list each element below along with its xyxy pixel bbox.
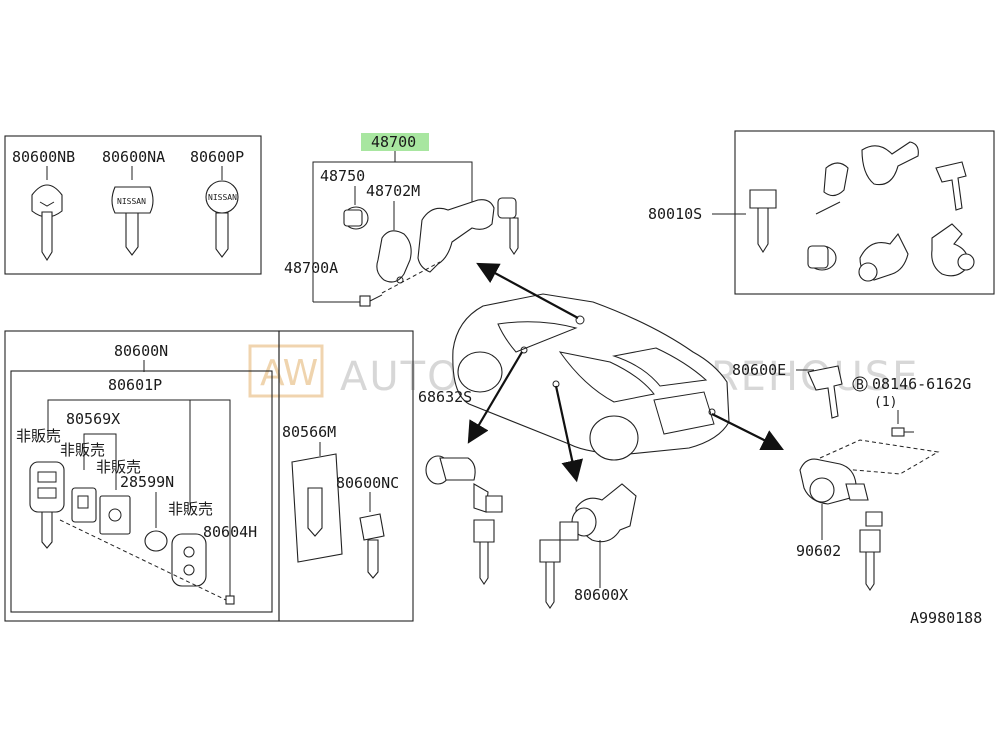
lock-cylinder-48750-icon (343, 206, 369, 230)
label-qty-1: (1) (874, 395, 897, 410)
label-80600NB[interactable]: 80600NB (12, 148, 75, 166)
svg-text:NISSAN: NISSAN (117, 197, 146, 206)
bracket-48702M-icon (376, 230, 412, 284)
svg-text:NISSAN: NISSAN (208, 193, 237, 202)
key-blanks-group: 80600NB 80600NA 80600P NISSAN NISSAN (4, 135, 262, 275)
label-90602[interactable]: 90602 (796, 542, 841, 560)
screw-icon (225, 595, 235, 605)
key-holder-80566M-icon (291, 453, 343, 563)
ignition-lock-icon (815, 141, 919, 215)
rear-door-key-icon (539, 521, 579, 609)
remote-key-shell-icon (29, 461, 65, 549)
tailgate-key-icon (859, 511, 883, 591)
key-80600NB-icon (31, 184, 63, 262)
tailgate-lock-group: 80600E B 08146-6162G (1) 90602 (732, 361, 971, 591)
label-80601P[interactable]: 80601P (108, 376, 162, 394)
arrow-to-front-door (467, 351, 523, 444)
label-48700[interactable]: 48700 (371, 133, 416, 151)
label-48702M[interactable]: 48702M (366, 182, 420, 200)
label-80010S[interactable]: 80010S (648, 205, 702, 223)
key-blanks-box (4, 135, 262, 275)
key-80600NA-icon: NISSAN (111, 186, 154, 256)
figure-code: A9980188 (910, 609, 982, 627)
arrow-to-tailgate (711, 413, 784, 450)
label-80600NA[interactable]: 80600NA (102, 148, 165, 166)
arrow-to-rear-door (554, 385, 584, 483)
key-80600P-icon: NISSAN (205, 180, 239, 258)
key-80600NC-icon (359, 513, 385, 579)
lock-set-box (734, 130, 995, 295)
remote-key-inner-box (10, 370, 273, 613)
cylinder-icon (807, 245, 837, 271)
tailgate-clip-icon (807, 365, 843, 419)
door-clip-icon (935, 161, 967, 211)
steering-lock-assembly-icon (417, 197, 519, 273)
battery-icon (144, 530, 168, 552)
key-80010S-icon (749, 189, 777, 254)
remote-key-group: 80600N 80601P 80569X 非販売 非販売 非販売 28599N … (4, 330, 414, 622)
label-80600E[interactable]: 80600E (732, 361, 786, 379)
label-80569X[interactable]: 80569X (66, 410, 120, 428)
label-48750[interactable]: 48750 (320, 167, 365, 185)
rear-door-cylinder-icon (571, 483, 637, 543)
label-68632S[interactable]: 68632S (418, 388, 472, 406)
label-28599N[interactable]: 28599N (120, 473, 174, 491)
watermark-logo: AW (260, 353, 318, 394)
station-wagon-illustration (452, 293, 730, 461)
label-80600X[interactable]: 80600X (574, 586, 628, 604)
label-not-for-sale-1: 非販売 (16, 427, 61, 445)
circle-b: B (856, 378, 864, 393)
lock-set-group: 80010S (648, 130, 995, 295)
label-80600P[interactable]: 80600P (190, 148, 244, 166)
rear-door-lock-group: 80600X (539, 483, 637, 609)
door-lock-icon (858, 232, 909, 282)
trunk-lock-icon (931, 223, 975, 277)
front-door-cylinder-icon (425, 455, 489, 513)
label-not-for-sale-4: 非販売 (168, 500, 213, 518)
steering-lock-group: 48700 48750 48702M 48700A (284, 133, 519, 307)
label-80604H[interactable]: 80604H (203, 523, 257, 541)
label-08146-6162G[interactable]: 08146-6162G (872, 375, 971, 393)
highlight-48700 (361, 133, 429, 151)
key-holder-box (278, 330, 414, 622)
label-80600NC[interactable]: 80600NC (336, 474, 399, 492)
label-80566M[interactable]: 80566M (282, 423, 336, 441)
arrow-to-ignition (476, 262, 579, 319)
key-holder-group: 80566M 80600NC (282, 423, 399, 579)
front-door-key-icon (473, 495, 503, 585)
label-80600N[interactable]: 80600N (114, 342, 168, 360)
tailgate-cylinder-icon (799, 458, 869, 505)
label-not-for-sale-2: 非販売 (60, 441, 105, 459)
label-not-for-sale-3: 非販売 (96, 458, 141, 476)
remote-case-back-icon (171, 533, 207, 587)
label-48700A[interactable]: 48700A (284, 259, 338, 277)
circuit-board-icon (99, 495, 131, 535)
tailgate-bolt-icon (891, 427, 914, 437)
bolt-icon (359, 294, 383, 307)
front-door-lock-group: 68632S (418, 388, 503, 585)
key-insert-icon (71, 487, 97, 523)
